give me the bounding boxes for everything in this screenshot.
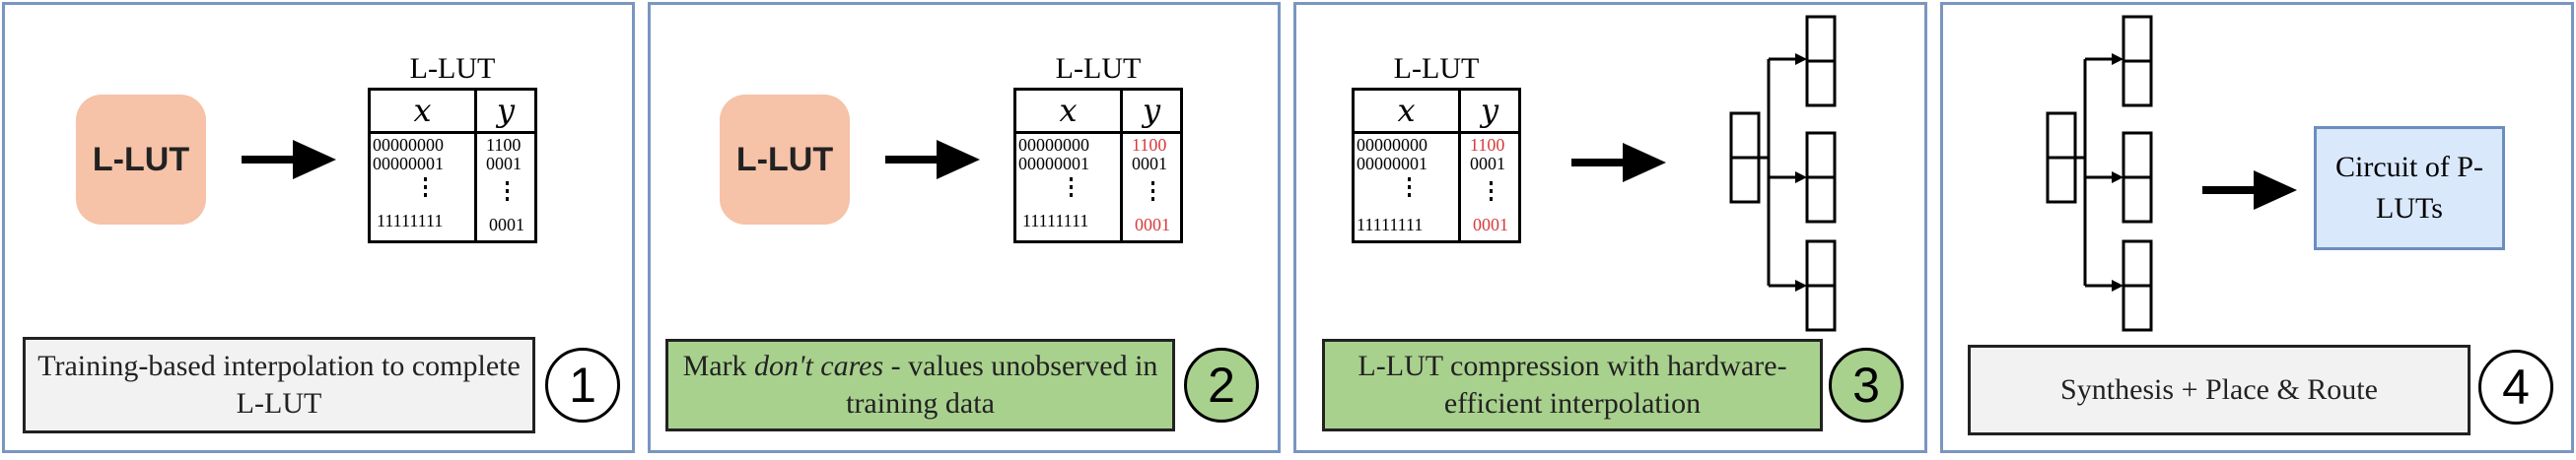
lut-grid: x y 00000000 00000001 11111111 1100 0001… <box>1352 88 1521 243</box>
x-value-last: 11111111 <box>1357 215 1424 234</box>
x-ellipsis <box>1408 177 1411 199</box>
llut-badge-label: L-LUT <box>92 140 190 178</box>
column-y-header: y <box>1142 92 1161 129</box>
caption-text: Training-based interpolation to complete… <box>37 350 521 420</box>
caption-text-part: Mark <box>682 350 755 382</box>
step-caption: Synthesis + Place & Route <box>1968 345 2471 435</box>
panel-step-2: L-LUT L-LUT x y 00000000 00000001 111111… <box>648 2 1281 453</box>
x-value-last: 11111111 <box>377 211 444 230</box>
step-number: 2 <box>1208 358 1235 413</box>
step-caption: Training-based interpolation to complete… <box>23 337 535 433</box>
x-value-second: 00000001 <box>1357 154 1427 173</box>
y-ellipsis <box>506 181 509 203</box>
step-caption: L-LUT compression with hardware-efficien… <box>1322 339 1823 431</box>
x-value-first: 00000000 <box>373 135 444 155</box>
lut-decomposition-tree <box>1729 15 1837 332</box>
column-x-header: x <box>1059 92 1078 129</box>
step-number-badge: 2 <box>1184 348 1259 423</box>
y-value-second: 0001 <box>1470 154 1505 173</box>
table-header: x y <box>1355 91 1518 134</box>
column-x-header: x <box>1397 92 1416 129</box>
plut-circuit-box: Circuit of P-LUTs <box>2314 126 2505 250</box>
llut-table: L-LUT x y 00000000 00000001 11111111 110… <box>1352 50 1521 243</box>
caption-text: L-LUT compression with hardware-efficien… <box>1358 350 1787 420</box>
llut-table: L-LUT x y 00000000 00000001 11111111 110… <box>1013 50 1183 243</box>
right-arrow-icon <box>885 140 980 179</box>
step-number: 1 <box>569 358 596 413</box>
step-number-badge: 3 <box>1829 348 1904 423</box>
column-divider <box>1120 91 1123 240</box>
plut-circuit-label: Circuit of P-LUTs <box>2335 151 2483 225</box>
y-value-last-dont-care: 0001 <box>1135 215 1170 234</box>
table-header: x y <box>1016 91 1180 134</box>
step-caption: Mark don't cares - values unobserved in … <box>665 339 1175 431</box>
llut-table: L-LUT x y 00000000 00000001 11111111 110… <box>368 50 537 243</box>
step-number: 4 <box>2502 360 2530 415</box>
column-divider <box>1458 91 1461 240</box>
x-value-second: 00000001 <box>1018 154 1089 173</box>
y-value-second: 0001 <box>486 154 522 173</box>
step-number-badge: 4 <box>2478 350 2553 425</box>
table-title: L-LUT <box>409 52 496 85</box>
right-arrow-icon <box>242 140 336 179</box>
x-value-second: 00000001 <box>373 154 444 173</box>
caption-text-part: - values unobserved in training data <box>846 350 1158 420</box>
column-y-header: y <box>1480 92 1499 129</box>
lut-grid: x y 00000000 00000001 11111111 1100 0001… <box>1013 88 1183 243</box>
x-ellipsis <box>1070 177 1073 199</box>
lut-decomposition-tree <box>2046 15 2153 332</box>
y-ellipsis <box>1490 181 1493 203</box>
y-value-first-dont-care: 1100 <box>1470 135 1505 155</box>
y-value-first-dont-care: 1100 <box>1132 135 1167 155</box>
right-arrow-icon <box>2202 170 2297 210</box>
caption-text: Synthesis + Place & Route <box>2060 373 2378 406</box>
column-x-header: x <box>413 92 432 129</box>
right-arrow-icon <box>1571 143 1666 182</box>
step-number-badge: 1 <box>545 348 620 423</box>
x-value-first: 00000000 <box>1018 135 1089 155</box>
llut-badge-label: L-LUT <box>735 140 834 178</box>
panel-step-4: Circuit of P-LUTs Synthesis + Place & Ro… <box>1940 2 2574 453</box>
llut-badge: L-LUT <box>720 95 850 225</box>
caption-dont-cares: don't cares <box>754 350 884 382</box>
panel-step-3: L-LUT x y 00000000 00000001 11111111 110… <box>1293 2 1927 453</box>
panel-step-1: L-LUT L-LUT x y 00000000 00000001 111111… <box>2 2 635 453</box>
x-value-last: 11111111 <box>1022 211 1089 230</box>
y-value-first: 1100 <box>486 135 522 155</box>
y-value-second: 0001 <box>1132 154 1167 173</box>
step-number: 3 <box>1852 358 1880 413</box>
lut-grid: x y 00000000 00000001 11111111 1100 0001… <box>368 88 537 243</box>
y-ellipsis <box>1151 181 1154 203</box>
table-title: L-LUT <box>1393 52 1480 85</box>
table-title: L-LUT <box>1055 52 1142 85</box>
table-header: x y <box>371 91 534 134</box>
x-ellipsis <box>424 177 427 199</box>
column-y-header: y <box>496 92 516 129</box>
y-value-last-dont-care: 0001 <box>1473 215 1508 234</box>
llut-badge: L-LUT <box>76 95 206 225</box>
column-divider <box>474 91 477 240</box>
y-value-last: 0001 <box>489 215 524 234</box>
caption-text: Mark don't cares - values unobserved in … <box>668 348 1172 423</box>
x-value-first: 00000000 <box>1357 135 1427 155</box>
